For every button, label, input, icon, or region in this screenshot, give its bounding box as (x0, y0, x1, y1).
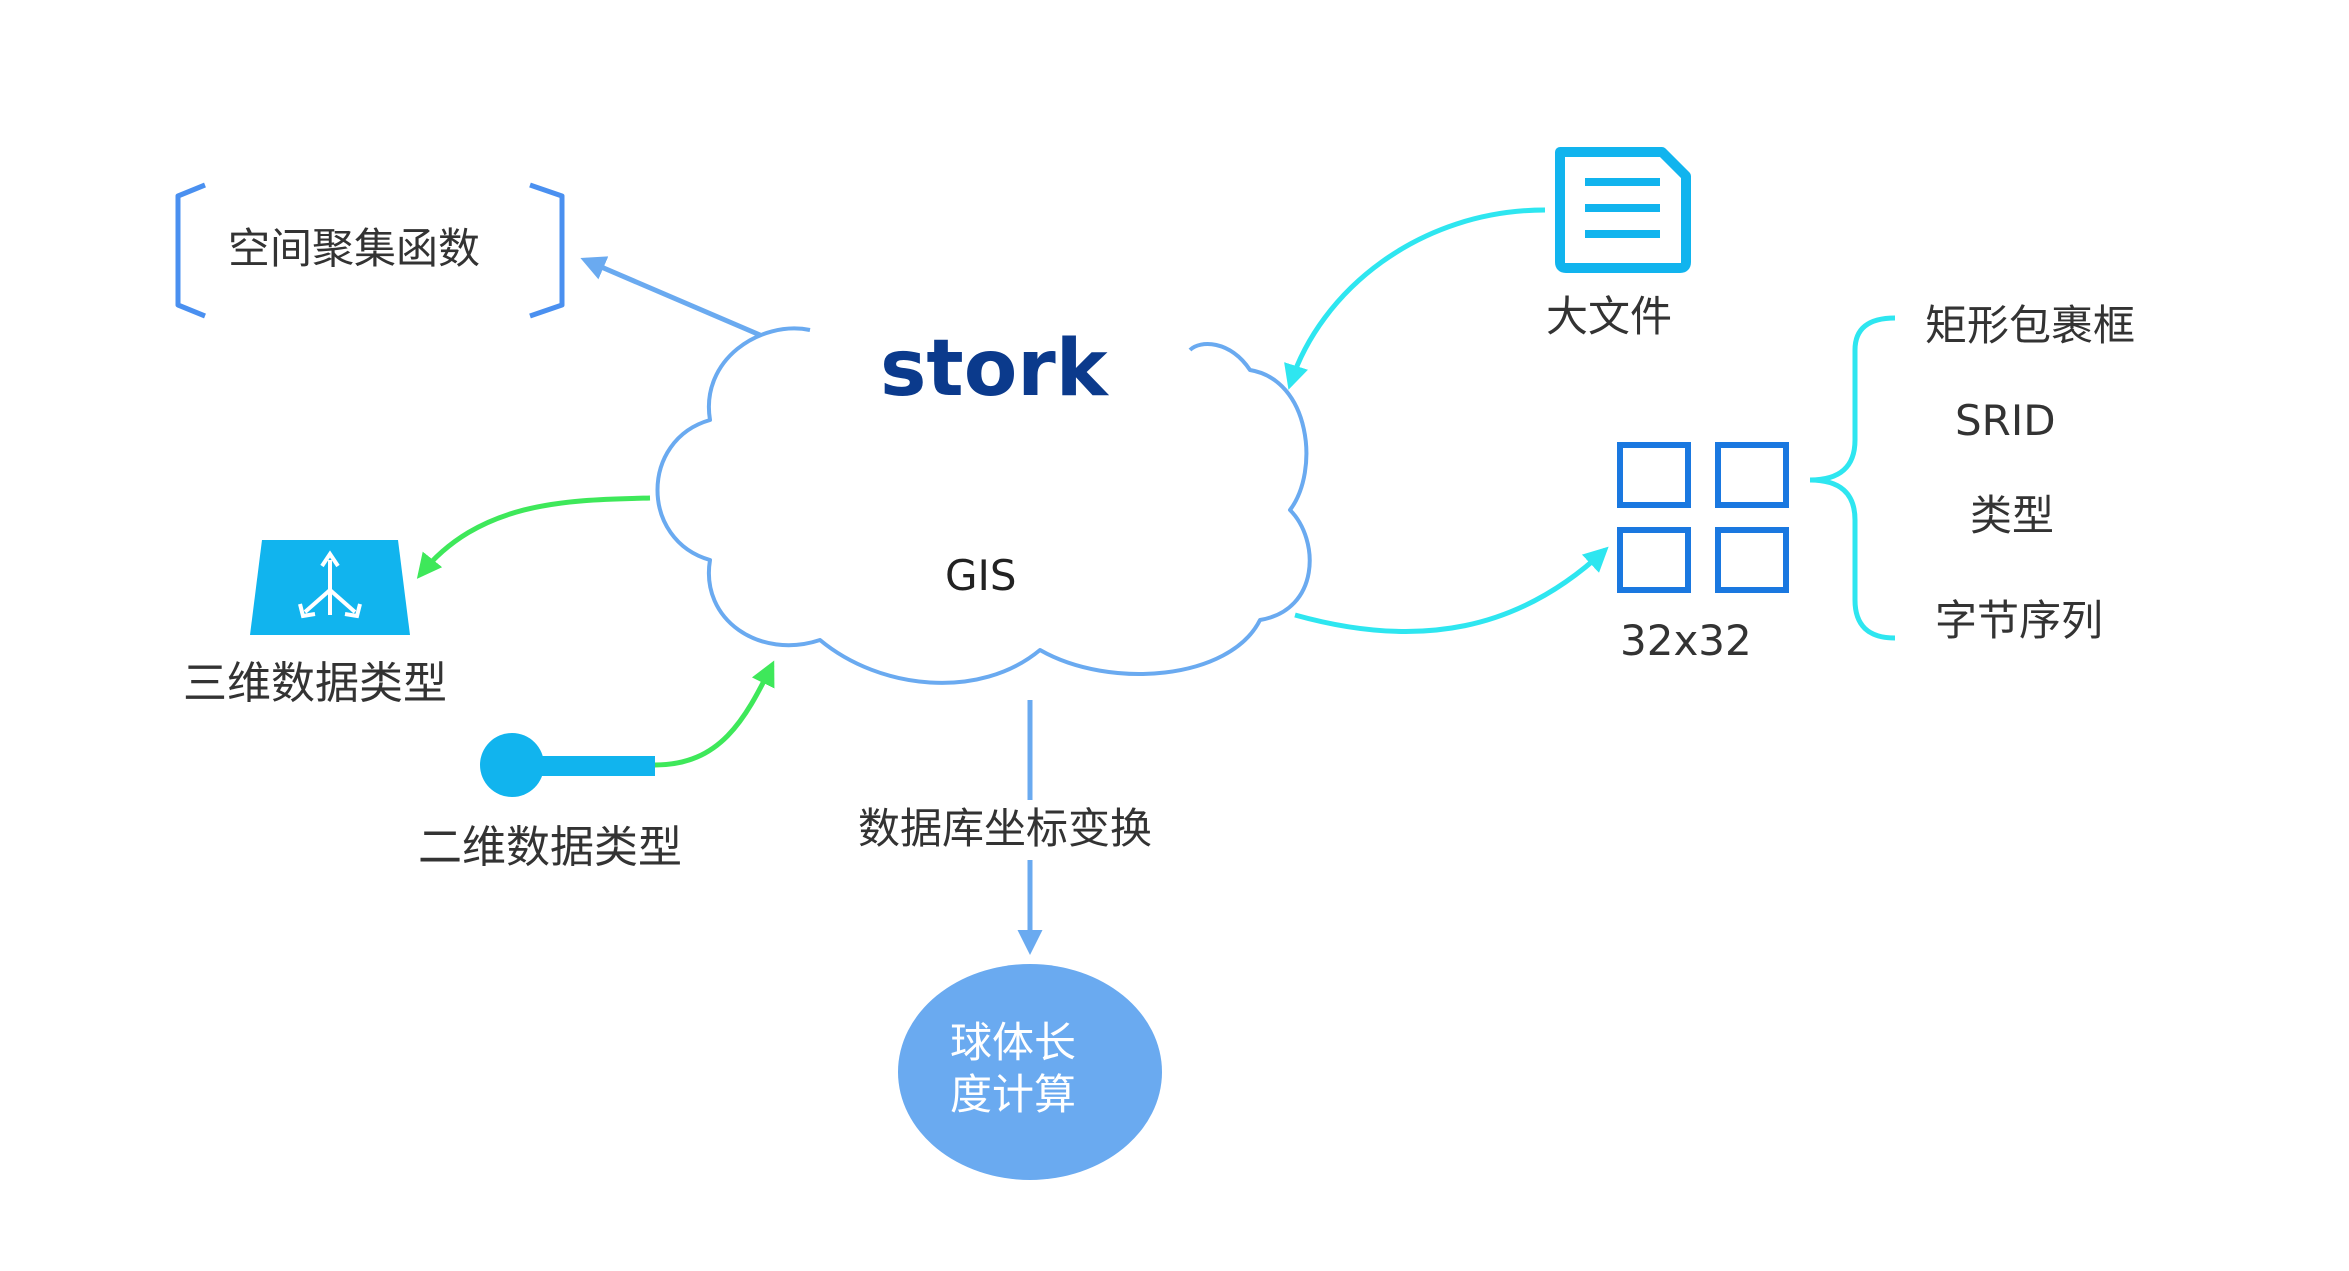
arrow-from-two-d (654, 660, 775, 768)
arrow-to-spatial-agg (580, 256, 761, 338)
arrow-from-big-file (1284, 207, 1546, 390)
center-subtitle: GIS (945, 551, 1017, 600)
spatial-agg-label: 空间聚集函数 (228, 224, 481, 273)
arrow-to-three-d (416, 495, 651, 579)
attribute-type: 类型 (1970, 491, 2055, 540)
arrow-to-grid (1294, 546, 1609, 635)
three-d-label: 三维数据类型 (183, 658, 447, 709)
right-bracket (529, 182, 565, 319)
attributes-brace (1809, 315, 1896, 641)
left-bracket (175, 182, 206, 319)
document-icon (1555, 147, 1691, 273)
center-cloud (655, 326, 1312, 685)
sphere-calc-line1: 球体长 (950, 1018, 1077, 1067)
two-d-label: 二维数据类型 (418, 822, 682, 873)
attribute-bbox: 矩形包裹框 (1925, 301, 2136, 350)
grid-icon (1617, 442, 1789, 593)
attribute-byte-seq: 字节序列 (1935, 596, 2104, 645)
sphere-calc-line2: 度计算 (950, 1070, 1077, 1119)
attribute-srid: SRID (1955, 396, 2056, 445)
center-title: stork (880, 324, 1108, 414)
grid-size-label: 32x32 (1620, 616, 1752, 665)
sphere-calc-circle (898, 964, 1162, 1180)
db-transform-label: 数据库坐标变换 (858, 804, 1153, 853)
network-tray-icon (250, 540, 410, 635)
big-file-label: 大文件 (1546, 292, 1673, 341)
pin-icon (480, 733, 655, 797)
